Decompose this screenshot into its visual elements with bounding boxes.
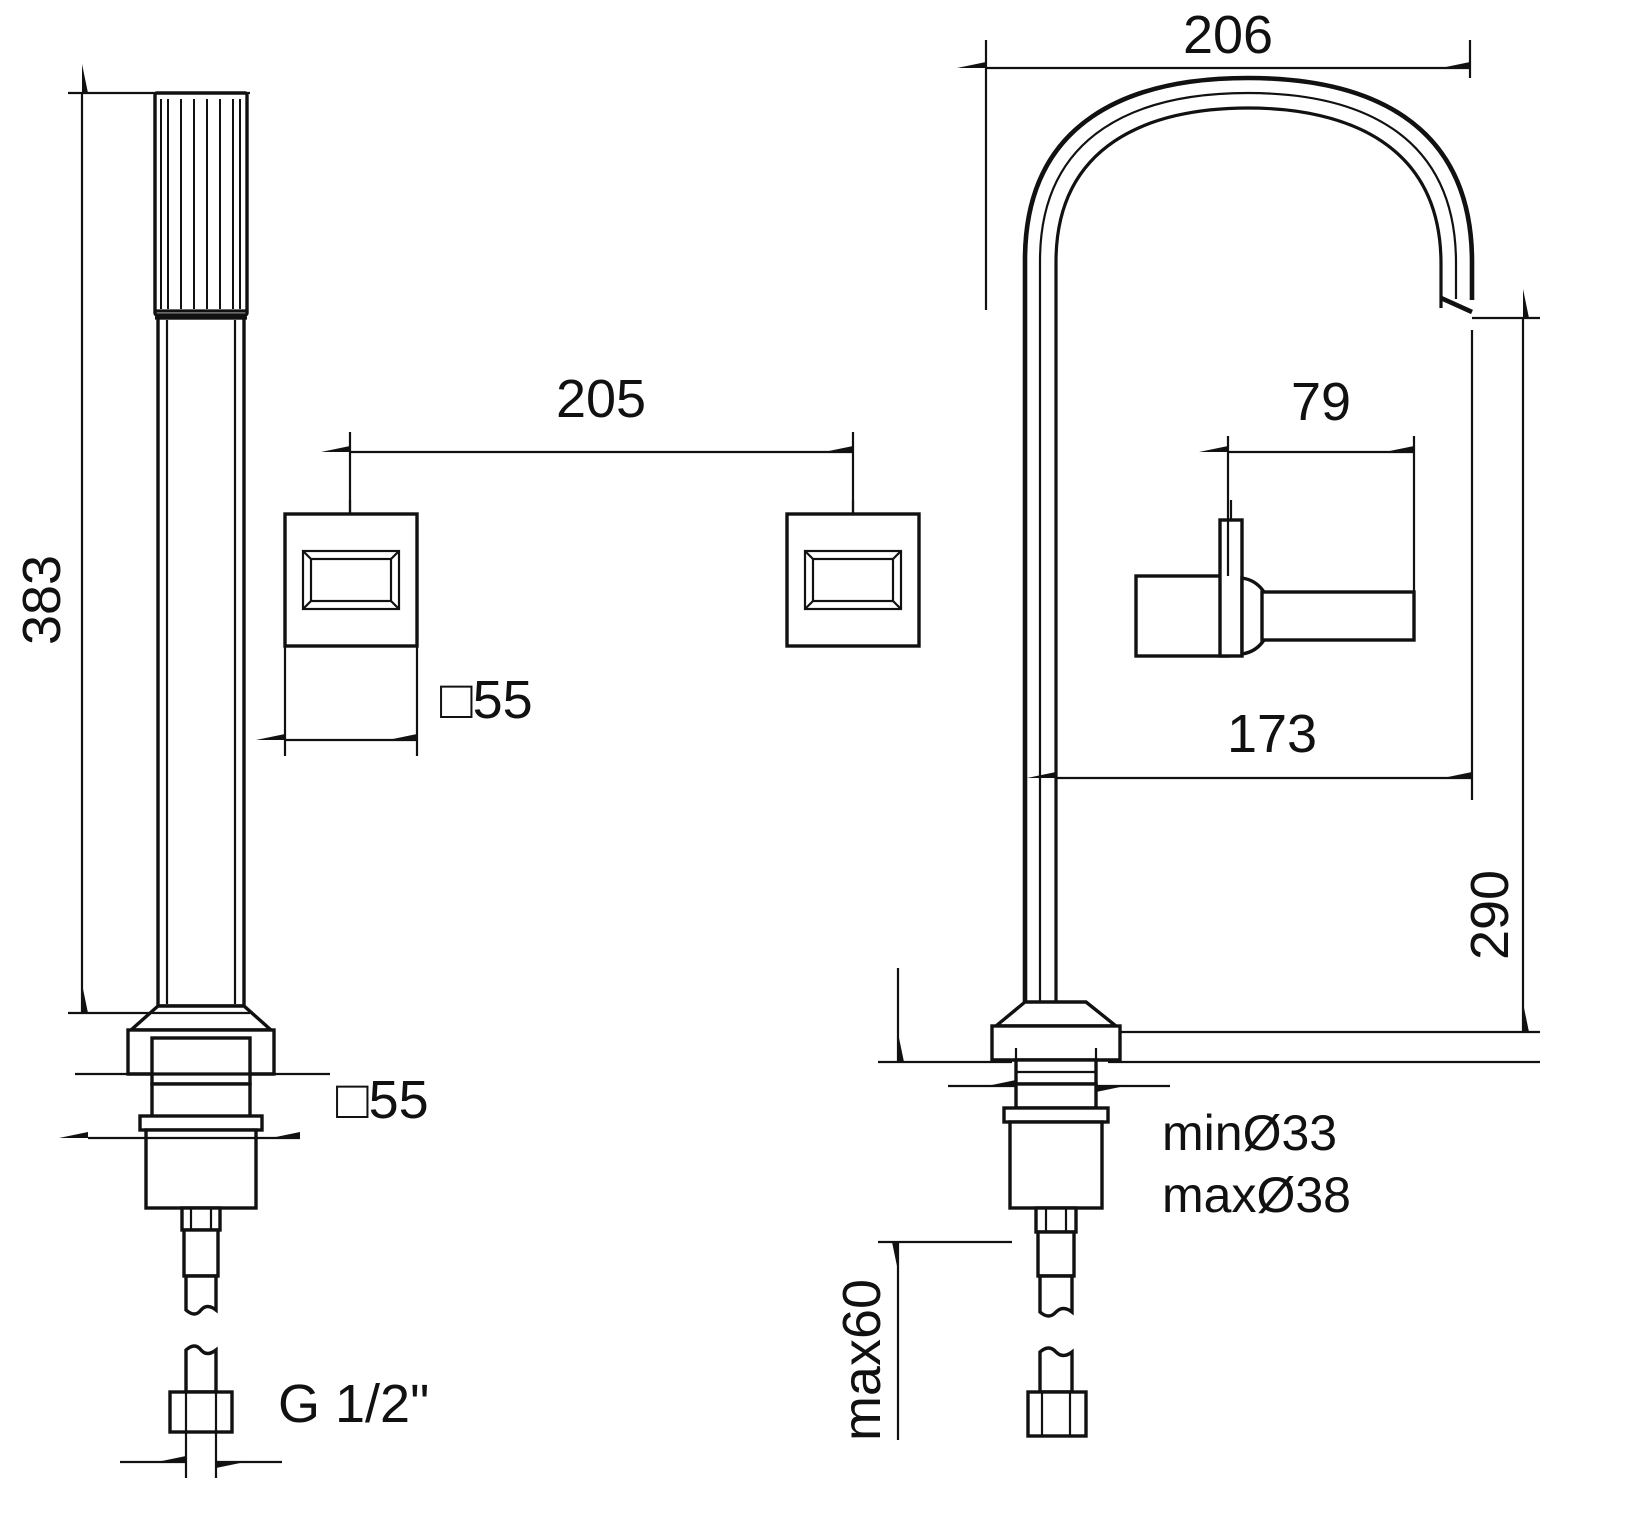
dimension-290: 290: [1120, 289, 1540, 1034]
valve-escutcheon-right: [785, 500, 921, 648]
handshower-stem: [156, 316, 246, 1008]
spout-base-flare: [990, 1000, 1122, 1062]
dim-label-206: 206: [1183, 5, 1273, 65]
dim-label-square55-escutcheon: □55: [440, 670, 533, 730]
dimension-thread-g-half: G 1/2": [120, 1374, 429, 1478]
handshower-tailpiece: [168, 1206, 234, 1434]
handshower-base-body: [126, 1028, 276, 1210]
dim-label-square55-base: □55: [336, 1070, 429, 1130]
spout-mounting-hardware: [1002, 1058, 1110, 1210]
dim-label-min-diameter: minØ33: [1162, 1105, 1337, 1161]
dim-label-79: 79: [1291, 372, 1351, 432]
dimension-square55-base: □55: [59, 1070, 429, 1144]
handshower-grip: [153, 91, 249, 320]
right-view-spout: 206 79 173 290: [832, 5, 1540, 1441]
dimension-79: 79: [1199, 372, 1416, 592]
dim-label-max60: max60: [832, 1279, 892, 1441]
dim-label-383: 383: [12, 555, 72, 645]
left-view-handshower: 383 205 □55: [12, 64, 921, 1478]
spout-tailpiece: [1026, 1206, 1088, 1438]
dim-label-max-diameter: maxØ38: [1162, 1167, 1351, 1223]
dim-label-173: 173: [1227, 704, 1317, 764]
dimension-max60: max60: [832, 968, 1012, 1441]
dimension-205: 205: [321, 369, 855, 514]
handshower-base-flare: [126, 1004, 276, 1032]
handle-side-view: [1134, 500, 1416, 658]
dimension-hole-diameter: minØ33 maxØ38: [948, 1048, 1540, 1223]
dimension-206: 206: [957, 5, 1472, 310]
dimension-383: 383: [12, 64, 250, 1015]
dim-label-thread-g-half: G 1/2": [278, 1374, 429, 1434]
valve-escutcheon-left: [283, 500, 419, 648]
dimension-173: 173: [1027, 330, 1474, 1000]
spout-gooseneck: [1022, 75, 1475, 1002]
dim-label-290: 290: [1460, 870, 1520, 960]
dimension-square55-escutcheon: □55: [256, 646, 533, 756]
dim-label-205: 205: [556, 369, 646, 429]
